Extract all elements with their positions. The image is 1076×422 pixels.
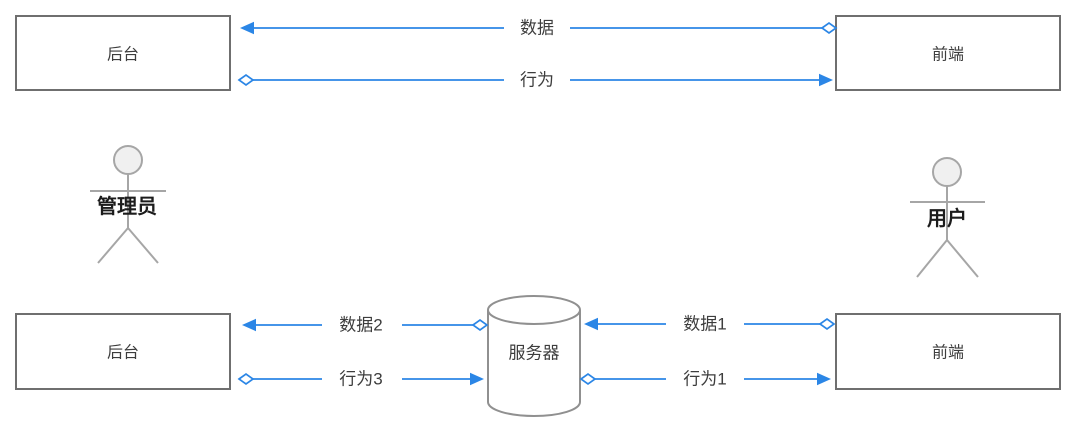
edge-top-data-label: 数据 <box>520 19 554 38</box>
diamond-icon <box>237 73 255 87</box>
bottom-frontend-box <box>835 313 1061 390</box>
actor-head-icon <box>932 157 962 187</box>
actor-admin-label: 管理员 <box>97 194 157 218</box>
edge-top-behavior: 行为 <box>237 71 833 90</box>
edge-behavior3-label: 行为3 <box>339 370 382 389</box>
top-backend-box <box>15 15 231 91</box>
edge-behavior1: 行为1 <box>579 370 831 389</box>
actor-user: 用户 <box>910 157 985 278</box>
top-backend-label: 后台 <box>107 46 139 64</box>
arrowhead-left-icon <box>242 318 256 332</box>
arrowhead-right-icon <box>470 372 484 386</box>
edge-behavior3: 行为3 <box>237 370 484 389</box>
diamond-icon <box>237 372 255 386</box>
arrowhead-right-icon <box>817 372 831 386</box>
top-frontend-node: 前端 <box>835 15 1061 91</box>
edge-data1-label: 数据1 <box>683 315 726 334</box>
top-frontend-label: 前端 <box>932 46 964 64</box>
actor-head-icon <box>113 145 143 175</box>
diamond-icon <box>820 21 838 35</box>
edge-top-behavior-label: 行为 <box>520 71 554 90</box>
edge-data1: 数据1 <box>584 315 836 334</box>
server-label: 服务器 <box>509 344 560 363</box>
edge-top-data: 数据 <box>240 19 838 38</box>
server-cylinder-node: 服务器 <box>487 295 581 417</box>
top-backend-node: 后台 <box>15 15 231 91</box>
top-frontend-box <box>835 15 1061 91</box>
bottom-backend-node: 后台 <box>15 313 231 390</box>
arrowhead-left-icon <box>584 317 598 331</box>
cylinder-top <box>487 295 581 325</box>
actor-user-label: 用户 <box>927 206 967 230</box>
edge-behavior1-label: 行为1 <box>683 370 726 389</box>
bottom-frontend-label: 前端 <box>932 344 964 362</box>
bottom-backend-label: 后台 <box>107 344 139 362</box>
bottom-frontend-node: 前端 <box>835 313 1061 390</box>
actor-admin: 管理员 <box>90 145 166 264</box>
arrowhead-right-icon <box>819 73 833 87</box>
diamond-icon <box>471 318 489 332</box>
diamond-icon <box>818 317 836 331</box>
cylinder-body <box>487 310 581 417</box>
arrowhead-left-icon <box>240 21 254 35</box>
edge-data2-label: 数据2 <box>339 316 382 335</box>
diamond-icon <box>579 372 597 386</box>
bottom-backend-box <box>15 313 231 390</box>
edge-data2: 数据2 <box>242 316 489 335</box>
